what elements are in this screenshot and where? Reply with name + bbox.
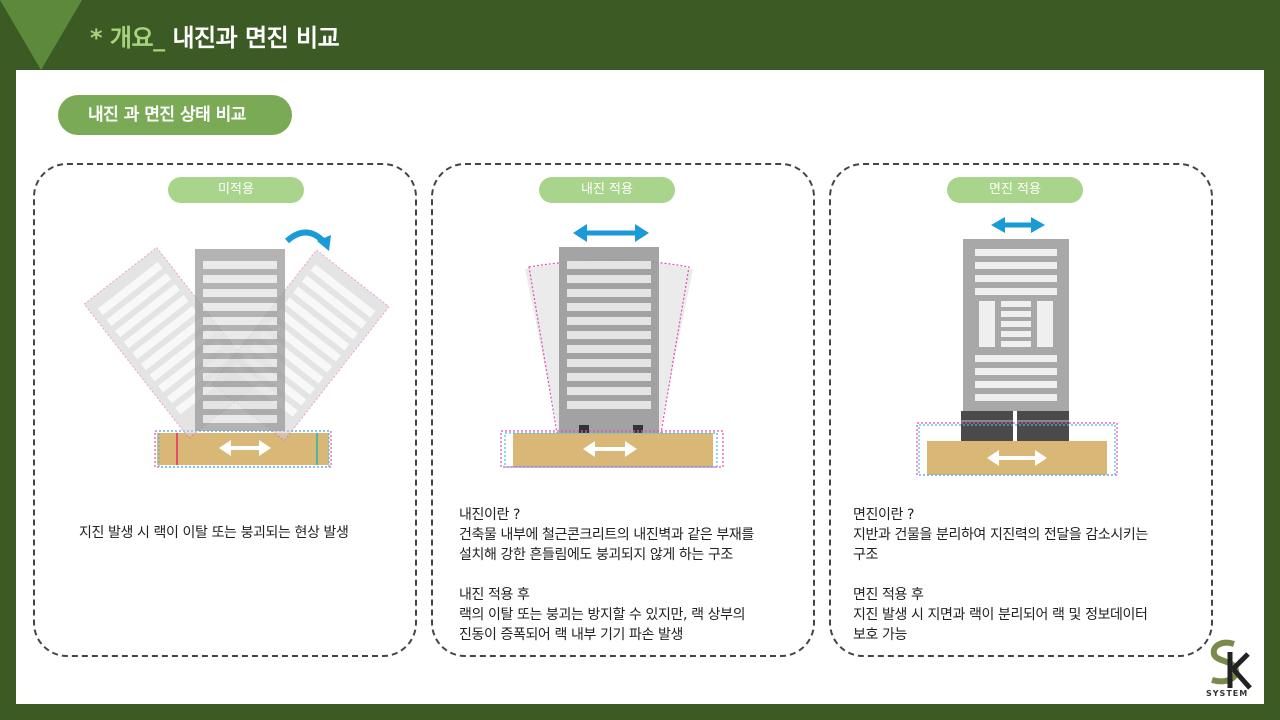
card-not-applied: 미적용 xyxy=(33,163,417,657)
header-bar: * 개요_ 내진과 면진 비교 xyxy=(0,0,1280,70)
rack-collapse-illustration xyxy=(83,229,390,468)
card-description: 내진이란 ? 건축물 내부에 철근콘크리트의 내진벽과 같은 부재를 설치해 강… xyxy=(459,505,799,645)
desc-line: 보호 가능 xyxy=(853,627,907,643)
section-pill: 내진 과 면진 상태 비교 xyxy=(58,95,292,135)
desc-line: 진동이 증폭되어 랙 내부 기기 파손 발생 xyxy=(459,627,683,643)
rack-seismic-illustration xyxy=(500,224,724,468)
page-title: * 개요_ 내진과 면진 비교 xyxy=(90,18,340,53)
desc-line: 건축물 내부에 철근콘크리트의 내진벽과 같은 부재를 xyxy=(459,527,754,543)
card-seismic-isolation: 면진 적용 면진이란 ? 지반과 건물을 분리하여 지 xyxy=(829,163,1213,657)
title-text: 내진과 면진 비교 xyxy=(172,24,340,52)
desc-line: 지반과 건물을 분리하여 지진력의 전달을 감소시키는 xyxy=(853,527,1148,543)
card-description: 지진 발생 시 랙이 이탈 또는 붕괴되는 현상 발생 xyxy=(79,523,409,543)
rack-isolation-illustration xyxy=(916,217,1118,476)
logo-text: SYSTEM xyxy=(1206,689,1249,698)
card-label: 면진 적용 xyxy=(947,177,1083,203)
desc-line: 지진 발생 시 지면과 랙이 분리되어 랙 및 정보데이터 xyxy=(853,607,1148,623)
card-label: 미적용 xyxy=(168,177,304,203)
desc-line: 내진이란 ? xyxy=(459,507,521,523)
ks-system-logo xyxy=(1210,639,1252,690)
desc-line: 설치해 강한 흔들림에도 붕괴되지 않게 하는 구조 xyxy=(459,547,733,563)
desc-line: 면진이란 ? xyxy=(853,507,915,523)
desc-line: 랙의 이탈 또는 붕괴는 방지할 수 있지만, 랙 상부의 xyxy=(459,607,746,623)
card-label: 내진 적용 xyxy=(539,177,675,203)
card-seismic-resistant: 내진 적용 내진이란 ? 건축물 내부에 철근콘크리트의 내진벽과 같은 부재를 xyxy=(431,163,815,657)
title-prefix: * 개요_ xyxy=(90,24,165,52)
card-description: 면진이란 ? 지반과 건물을 분리하여 지진력의 전달을 감소시키는 구조 면진… xyxy=(853,505,1198,645)
desc-line: 내진 적용 후 xyxy=(459,587,530,603)
header-triangle-decoration xyxy=(0,0,82,70)
desc-line: 면진 적용 후 xyxy=(853,587,924,603)
desc-line: 지진 발생 시 랙이 이탈 또는 붕괴되는 현상 발생 xyxy=(79,525,349,541)
desc-line: 구조 xyxy=(853,547,878,563)
